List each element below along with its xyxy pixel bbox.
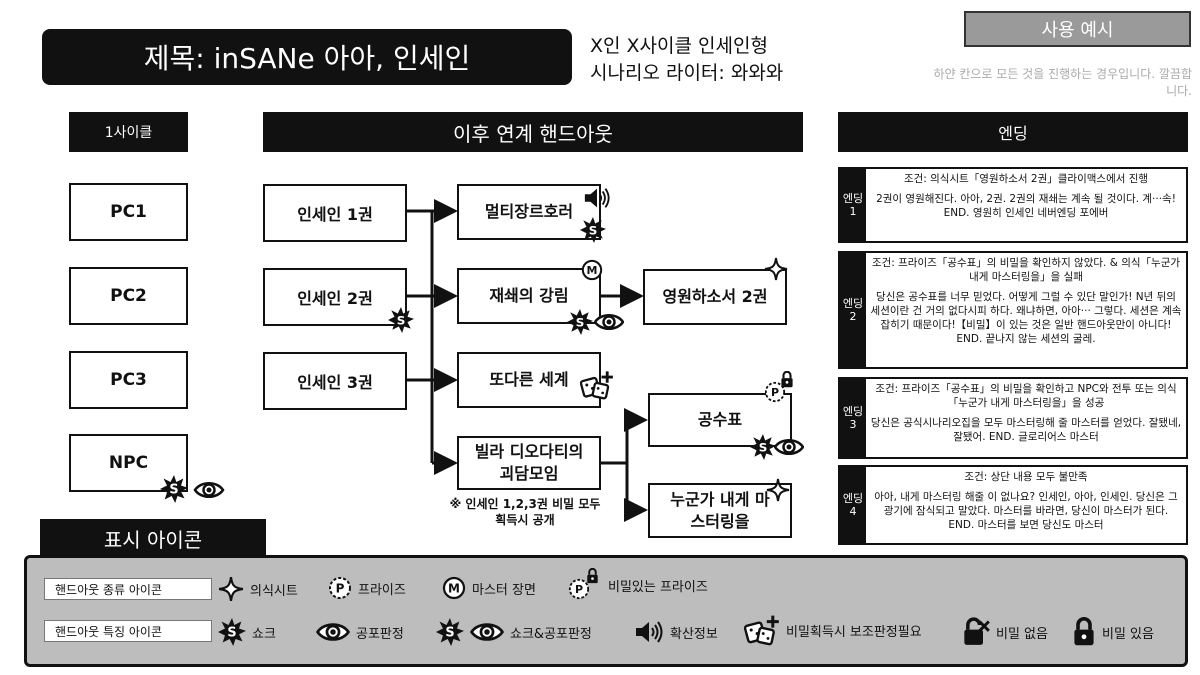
legend-shock: 쇼크: [218, 618, 276, 646]
ending-2-condition: 조건: 프라이즈「공수표」의 비밀을 확인하지 않았다. & 의식「누군가 내게…: [871, 257, 1181, 283]
spread-info-speaker-icon: [634, 620, 664, 644]
insane-vol3-box[interactable]: 인세인 3권: [263, 352, 407, 410]
handout-another-world[interactable]: 또다른 세계: [457, 352, 601, 408]
subtitle-format: X인 X사이클 인세인형: [590, 35, 768, 57]
scenario-title: 제목: inSANe 아아, 인세인: [42, 29, 572, 85]
legend-spread-label: 확산정보: [670, 626, 718, 642]
ending-4[interactable]: 엔딩4 조건: 상단 내용 모두 불만족 아아, 내게 마스터링 해줄 이 없나…: [838, 465, 1188, 545]
legend-no-secret-label: 비밀 없음: [996, 626, 1048, 642]
ending-3-tab: 엔딩3: [840, 379, 866, 457]
ending-1[interactable]: 엔딩1 조건: 의식시트「영원하소서 2권」클라이맥스에서 진행 2권이 영원해…: [838, 167, 1188, 243]
legend-prize-label: 프라이즈: [358, 582, 406, 598]
no-secret-unlock-icon: [962, 617, 990, 647]
legend-shock-label: 쇼크: [252, 626, 276, 642]
handout-villa[interactable]: 빌라 디오다티의 괴담모임: [457, 436, 601, 490]
legend-has-secret: 비밀 있음: [1072, 617, 1154, 647]
legend-secret-prize-label: 비밀있는 프라이즈: [608, 579, 708, 595]
ending-4-condition: 조건: 상단 내용 모두 불만족: [964, 471, 1088, 483]
legend-master: 마스터 장면: [442, 576, 536, 600]
legend-shock-fear-label: 쇼크&공포판정: [510, 626, 592, 642]
legend-has-secret-label: 비밀 있음: [1102, 626, 1154, 642]
ending-2[interactable]: 엔딩2 조건: 프라이즈「공수표」의 비밀을 확인하지 않았다. & 의식「누군…: [838, 251, 1188, 369]
ending-3-text: 당신은 공식시나리오집을 모두 마스터링해 줄 마스터를 얻었다. 잘됐네, 잘…: [870, 417, 1182, 443]
table-lock-icon: [780, 371, 794, 388]
dice-check-icon: [744, 614, 780, 646]
multigenre-spread-icon: [583, 186, 611, 210]
descent-shock-icon: [567, 309, 593, 335]
descent-master-icon: [581, 259, 603, 281]
legend-prize: 프라이즈: [328, 576, 406, 600]
legend-shock-fear: 쇼크&공포판정: [436, 618, 592, 646]
ending-1-condition: 조건: 의식시트「영원하소서 2권」클라이맥스에서 진행: [903, 173, 1149, 185]
prize-icon: [328, 576, 352, 600]
pc2-box[interactable]: PC2: [69, 267, 188, 325]
cycle1-header: 1사이클: [69, 112, 188, 152]
admire2-ritual-icon: [764, 257, 788, 281]
icon-legend: [24, 555, 1188, 667]
example-note: 하얀 칸으로 모든 것을 진행하는 경우입니다. 깔끔합니다.: [933, 67, 1192, 98]
legend-header: 표시 아이콘: [40, 519, 266, 557]
insane-vol2-box[interactable]: 인세인 2권: [263, 268, 407, 326]
legend-no-secret: 비밀 없음: [962, 617, 1048, 647]
multigenre-shock-icon: [580, 217, 606, 243]
legend-row1-label: 핸드아웃 종류 아이콘: [44, 578, 212, 600]
handout-table[interactable]: 공수표: [648, 393, 792, 447]
legend-row2-label: 핸드아웃 특징 아이콘: [44, 620, 212, 642]
insane-vol1-box[interactable]: 인세인 1권: [263, 184, 407, 242]
ending-2-text: 당신은 공수표를 너무 믿었다. 어떻게 그럴 수 있단 말인가! N년 뒤의 …: [870, 291, 1182, 345]
ending-3[interactable]: 엔딩3 조건: 프라이즈「공수표」의 비밀을 확인하고 NPC와 전투 또는 의…: [838, 377, 1188, 459]
secret-prize-lock-icon: [586, 568, 599, 584]
subtitle-writer: 시나리오 라이터: 와와와: [590, 62, 784, 84]
another-world-dice-icon: [580, 370, 614, 400]
villa-note: ※ 인세인 1,2,3권 비밀 모두 획득시 공개: [449, 497, 601, 527]
table-fear-icon: [774, 437, 804, 457]
ending-1-text: 2권이 영원해진다. 아아, 2권. 2권의 재쇄는 계속 될 것이다. 계··…: [876, 193, 1176, 219]
ending-4-tab: 엔딩4: [840, 467, 866, 543]
legend-spread: 확산정보: [634, 620, 718, 644]
legend-ritual-label: 의식시트: [250, 583, 298, 599]
legend-master-label: 마스터 장면: [472, 582, 536, 598]
ritual-star-icon: [218, 576, 244, 602]
handout-multigenre[interactable]: 멀티장르호러: [457, 184, 601, 240]
fear-eye-icon: [316, 621, 350, 643]
legend-fear: 공포판정: [316, 621, 404, 643]
ending-header: 엔딩: [838, 112, 1188, 152]
legend-ritual: 의식시트: [218, 576, 298, 602]
descent-fear-icon: [594, 312, 624, 332]
shock-icon: [218, 618, 246, 646]
has-secret-lock-icon: [1072, 617, 1096, 647]
villa-label: 빌라 디오다티의 괴담모임: [474, 442, 584, 483]
legend-dice: 비밀획득시 보조판정필요: [744, 614, 922, 646]
ending-4-text: 아아, 내게 마스터링 해줄 이 없나요? 인세인, 아아, 인세인. 당신은 …: [874, 491, 1178, 531]
pc1-box[interactable]: PC1: [69, 183, 188, 241]
ending-1-tab: 엔딩1: [840, 169, 866, 241]
vol2-shock-icon: [388, 307, 414, 333]
master-scene-icon: [442, 576, 466, 600]
later-handouts-header: 이후 연계 핸드아웃: [263, 112, 803, 152]
legend-secret-prize: 비밀있는 프라이즈: [568, 568, 708, 602]
legend-dice-label: 비밀획득시 보조판정필요: [786, 624, 922, 640]
example-button[interactable]: 사용 예시: [964, 11, 1191, 47]
shock-fear-eye-icon: [470, 621, 504, 643]
shock-fear-shock-icon: [436, 618, 464, 646]
table-shock-icon: [750, 434, 776, 460]
mastered-label: 누군가 내게 마스터링을: [670, 489, 770, 531]
ending-3-condition: 조건: 프라이즈「공수표」의 비밀을 확인하고 NPC와 전투 또는 의식「누군…: [875, 383, 1177, 409]
pc3-box[interactable]: PC3: [69, 351, 188, 409]
legend-fear-label: 공포판정: [356, 626, 404, 642]
handout-mastered[interactable]: 누군가 내게 마스터링을: [648, 483, 792, 538]
mastered-ritual-icon: [766, 478, 790, 502]
handout-admire2[interactable]: 영원하소서 2권: [643, 269, 787, 325]
ending-2-tab: 엔딩2: [840, 253, 866, 367]
